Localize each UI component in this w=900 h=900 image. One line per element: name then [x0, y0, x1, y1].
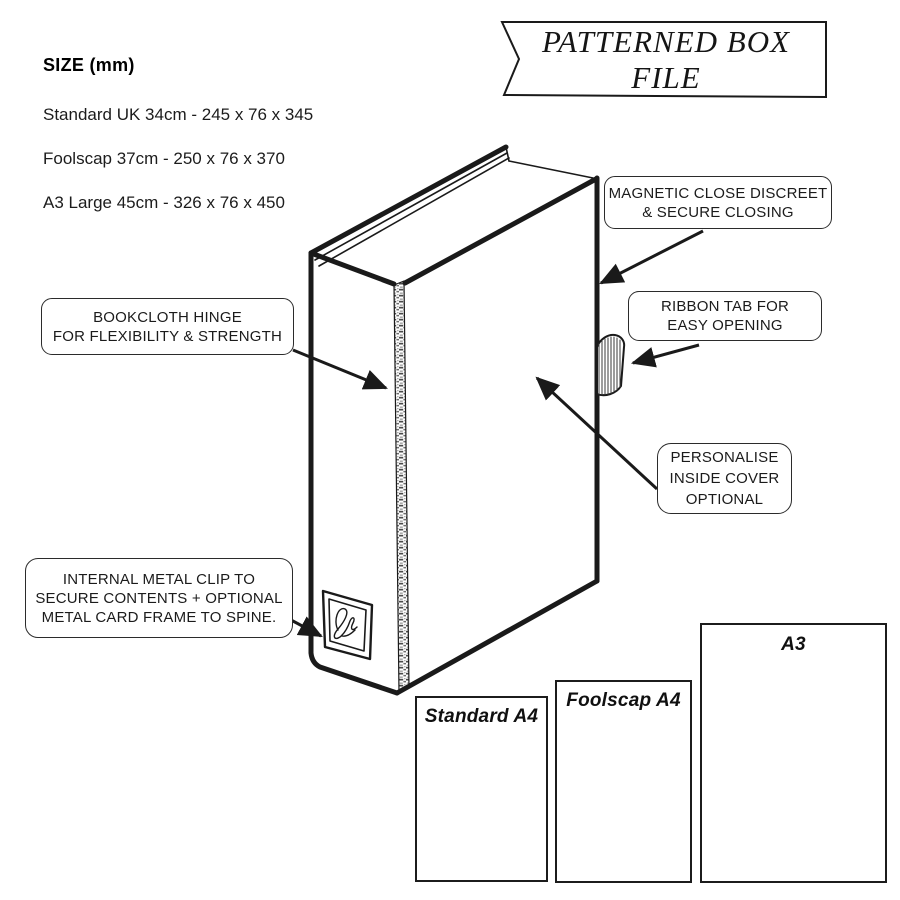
- size-line-standard: Standard UK 34cm - 245 x 76 x 345: [43, 105, 314, 124]
- paper-size-foolscap-a4: Foolscap A4: [555, 680, 692, 883]
- callout-personalise-line-2: INSIDE COVER: [669, 470, 780, 487]
- magnetic-close-arrow: [599, 229, 704, 285]
- callout-clip-line-2: SECURE CONTENTS + OPTIONAL: [35, 589, 283, 607]
- paper-label-standard-a4: Standard A4: [424, 706, 539, 727]
- paper-label-a3: A3: [781, 634, 806, 655]
- ribbon-tab-arrow: [630, 343, 700, 368]
- box-file-body: [308, 144, 626, 696]
- signature-squiggle: [333, 607, 358, 640]
- callout-personalise: PERSONALISE INSIDE COVER OPTIONAL: [657, 443, 792, 514]
- callout-magnetic-line-2: & SECURE CLOSING: [642, 203, 794, 221]
- lid-edge-lines: [314, 146, 594, 267]
- banner-line-1: PATTERNED: [541, 24, 719, 59]
- banner-line-2: BOX FILE: [631, 24, 791, 95]
- callout-bookcloth-line-1: BOOKCLOTH HINGE: [93, 308, 242, 326]
- paper-label-foolscap-a4: Foolscap A4: [566, 690, 681, 711]
- callout-internal-clip: INTERNAL METAL CLIP TO SECURE CONTENTS +…: [25, 558, 293, 638]
- signature-card-frame: [321, 589, 374, 661]
- callout-clip-line-1: INTERNAL METAL CLIP TO: [62, 570, 256, 588]
- metal-clip-arrow: [290, 616, 323, 638]
- ribbon-tab: [596, 333, 626, 397]
- size-line-foolscap: Foolscap 37cm - 250 x 76 x 370: [43, 149, 285, 168]
- callout-magnetic-line-1: MAGNETIC CLOSE DISCREET: [608, 184, 828, 202]
- paper-size-standard-a4: Standard A4: [415, 696, 548, 882]
- callout-personalise-line-3: OPTIONAL: [685, 491, 764, 508]
- callout-personalise-line-1: PERSONALISE: [670, 449, 779, 466]
- paper-size-a3: A3: [700, 623, 887, 883]
- callout-ribbon-line-1: RIBBON TAB FOR: [660, 298, 790, 315]
- size-heading: SIZE (mm): [43, 55, 135, 75]
- callout-magnetic-close: MAGNETIC CLOSE DISCREET & SECURE CLOSING: [604, 176, 832, 229]
- callout-bookcloth-hinge: BOOKCLOTH HINGE FOR FLEXIBILITY & STRENG…: [41, 298, 294, 355]
- annotation-arrows: [290, 229, 704, 638]
- callout-ribbon-line-2: EASY OPENING: [667, 317, 783, 334]
- callout-clip-line-3: METAL CARD FRAME TO SPINE.: [41, 608, 277, 626]
- bookcloth-hinge-arrow: [292, 348, 388, 390]
- callout-ribbon-tab: RIBBON TAB FOR EASY OPENING: [628, 291, 822, 341]
- personalise-arrow: [535, 376, 659, 491]
- title-banner-shape: [500, 21, 827, 99]
- banner-title: PATTERNED BOX FILE: [516, 24, 816, 96]
- size-line-a3: A3 Large 45cm - 326 x 76 x 450: [43, 193, 285, 212]
- callout-bookcloth-line-2: FOR FLEXIBILITY & STRENGTH: [52, 327, 283, 345]
